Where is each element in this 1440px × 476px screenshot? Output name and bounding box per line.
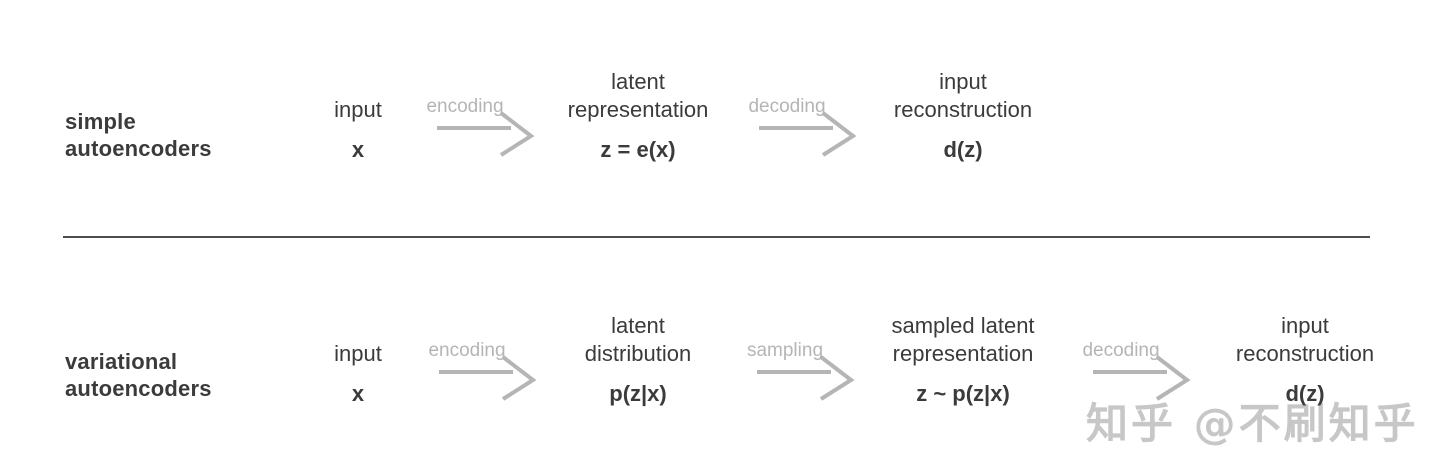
node-input-reconstruction-simple: input reconstruction d(z) — [894, 68, 1032, 164]
node-input-simple: input x — [334, 68, 382, 164]
row-title-line2: autoencoders — [65, 376, 212, 401]
right-arrow-icon — [437, 111, 535, 157]
right-arrow-icon — [1093, 355, 1191, 401]
node-title: latent distribution — [584, 313, 692, 366]
right-arrow-icon — [439, 355, 537, 401]
arrow-label: decoding — [1082, 340, 1160, 361]
node-formula: x — [351, 381, 365, 406]
node-formula: x — [351, 137, 365, 162]
node-title: latent representation — [567, 69, 709, 122]
decoding-arrow-variational: decoding — [1082, 340, 1191, 402]
encoding-arrow-variational: encoding — [428, 340, 537, 402]
row-title-variational-autoencoders: variational autoencoders — [65, 348, 212, 402]
arrow-label: sampling — [746, 340, 824, 361]
horizontal-divider — [63, 236, 1370, 238]
node-title: sampled latent representation — [891, 313, 1035, 366]
row-title-simple-autoencoders: simple autoencoders — [65, 108, 212, 162]
node-latent-distribution: latent distribution p(z|x) — [585, 312, 691, 408]
node-sampled-latent-representation: sampled latent representation z ~ p(z|x) — [891, 312, 1034, 408]
decoding-arrow-simple: decoding — [748, 96, 857, 158]
arrow-label: encoding — [428, 340, 506, 361]
row-title-line1: simple — [65, 109, 136, 134]
node-input-reconstruction-variational: input reconstruction d(z) — [1236, 312, 1374, 408]
node-title: input reconstruction — [1235, 313, 1375, 366]
sampling-arrow: sampling — [747, 340, 855, 402]
encoding-arrow-simple: encoding — [426, 96, 535, 158]
node-formula: d(z) — [1285, 381, 1325, 406]
node-title: input — [334, 97, 382, 122]
row-title-line1: variational — [65, 349, 178, 374]
node-title: input — [334, 341, 382, 366]
arrow-label: encoding — [426, 96, 504, 117]
node-formula: p(z|x) — [609, 381, 667, 406]
row-title-line2: autoencoders — [65, 136, 212, 161]
node-title: input reconstruction — [893, 69, 1033, 122]
right-arrow-icon — [759, 111, 857, 157]
node-latent-representation: latent representation z = e(x) — [568, 68, 709, 164]
node-formula: z = e(x) — [600, 137, 676, 162]
node-formula: z ~ p(z|x) — [916, 381, 1010, 406]
right-arrow-icon — [757, 355, 855, 401]
zhihu-watermark: 知乎 @不刷知乎 — [1086, 399, 1419, 448]
node-input-variational: input x — [334, 312, 382, 408]
arrow-label: decoding — [748, 96, 826, 117]
node-formula: d(z) — [943, 137, 983, 162]
